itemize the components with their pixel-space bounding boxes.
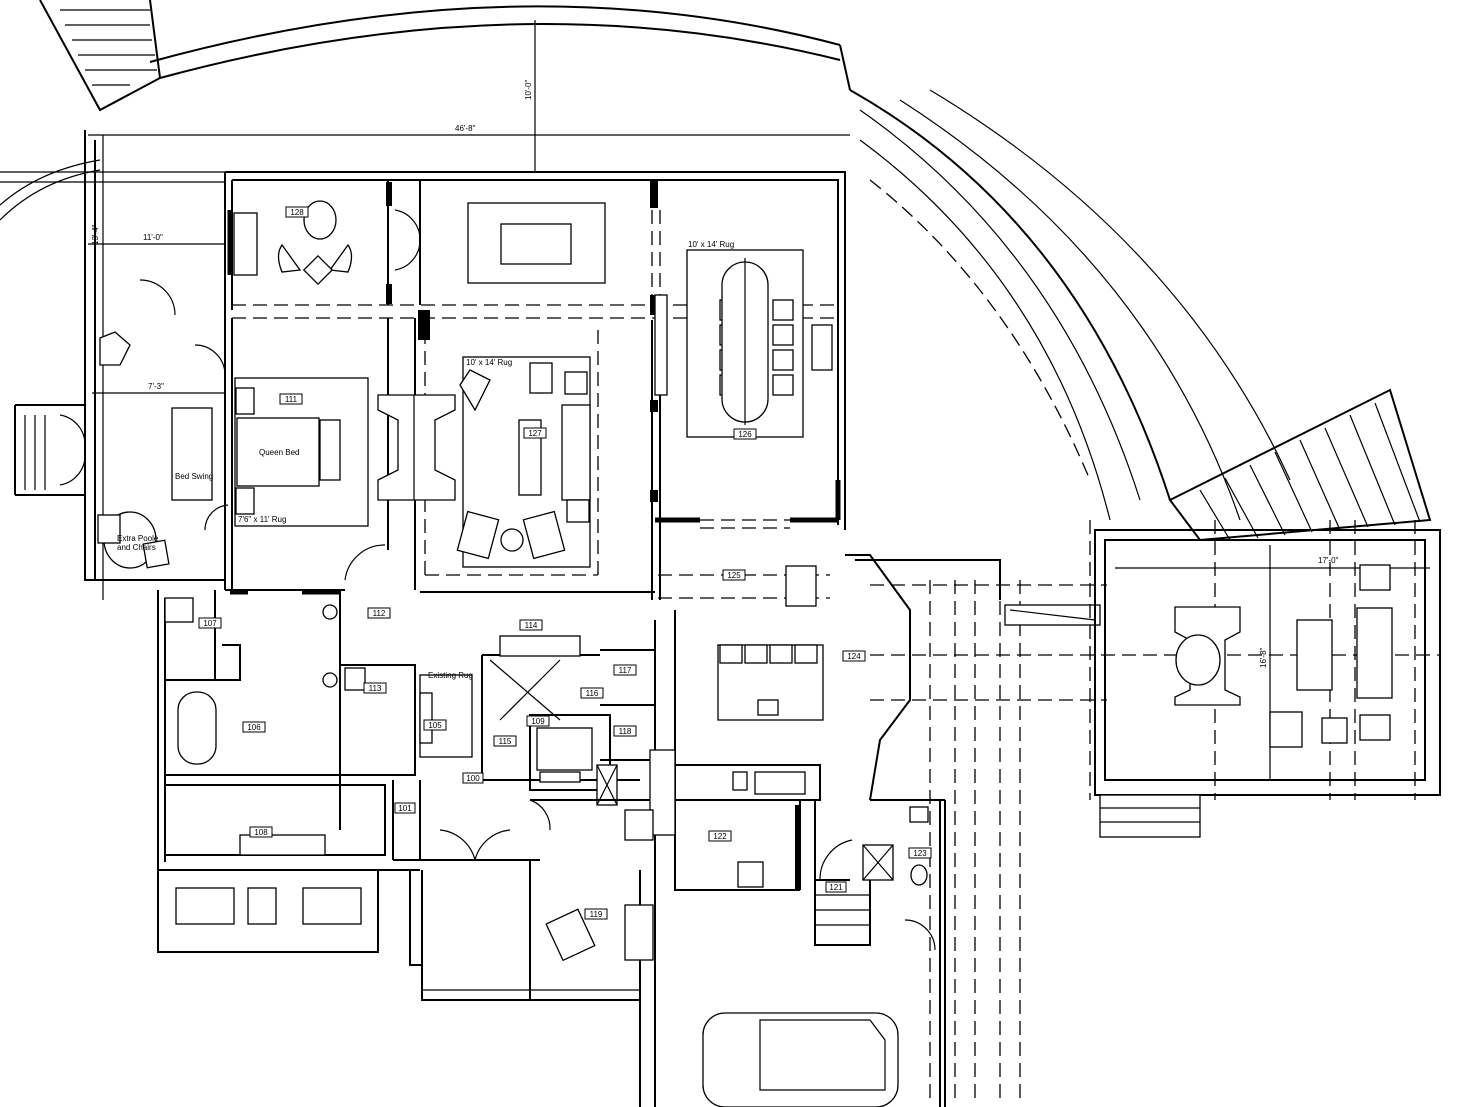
room-tag: 106: [242, 721, 266, 733]
dimension-terrace-depth: 10'-0": [524, 79, 533, 100]
room-number: 126: [738, 430, 752, 439]
room-tag: 123: [908, 847, 932, 859]
queen-bed-label: Queen Bed: [259, 448, 299, 457]
room-number: 100: [466, 774, 480, 783]
stairs-top-left: [39, 0, 162, 112]
room-tag: 116: [580, 687, 604, 699]
dining-rug-label: 10' x 14' Rug: [688, 240, 734, 249]
deck-pergola: [870, 520, 1441, 1100]
room-tag: 111: [279, 393, 303, 405]
room-tag: 122: [708, 830, 732, 842]
room-number: 108: [254, 828, 268, 837]
room-number: 122: [713, 832, 727, 841]
room-number: 117: [619, 666, 632, 675]
room-number: 125: [727, 571, 741, 580]
existing-rug-label: Existing Rug: [428, 671, 473, 680]
room-number: 107: [203, 619, 217, 628]
room-number: 121: [829, 883, 843, 892]
room-tag: 100: [462, 772, 484, 784]
room-tag: 105: [423, 719, 447, 731]
living-rug-label: 10' x 14' Rug: [466, 358, 512, 367]
room-number: 109: [531, 717, 545, 726]
exterior-walls: [14, 130, 1001, 1107]
extra-table-label-1: Extra Poole: [117, 534, 159, 543]
room-number: 119: [590, 910, 603, 919]
room-tag: 117: [613, 664, 637, 676]
labels: 10' x 14' Rug 10' x 14' Rug Queen Bed 7'…: [117, 240, 734, 680]
room-tag: 108: [249, 826, 273, 838]
room-tag: 121: [825, 881, 847, 893]
room-tag: 107: [198, 617, 222, 629]
room-tag: 118: [613, 725, 637, 737]
room-tag: 126: [733, 428, 757, 440]
dimension-screen-porch-width: 17'-0": [1318, 556, 1339, 565]
room-tag: 115: [493, 735, 517, 747]
room-number: 105: [428, 721, 442, 730]
room-tag: 113: [363, 682, 387, 694]
room-number: 106: [247, 723, 261, 732]
car: [702, 1012, 899, 1107]
room-tag: 124: [842, 650, 866, 662]
bed-swing-label: Bed Swing: [175, 472, 213, 481]
room-number: 123: [913, 849, 927, 858]
dimension-overall-width: 46'-8": [455, 124, 476, 133]
room-tag: 114: [519, 619, 543, 631]
dimension-screen-porch-depth: 16'-8": [1259, 647, 1268, 668]
bedroom-rug-label: 7'6" x 11' Rug: [238, 515, 286, 524]
stairs-right: [1168, 388, 1432, 542]
room-number: 115: [499, 737, 512, 746]
curved-terrace: [0, 0, 1432, 542]
doors: [59, 209, 936, 951]
room-tag: 101: [394, 802, 416, 814]
room-number: 124: [847, 652, 861, 661]
room-number: 111: [285, 395, 298, 404]
room-number: 113: [369, 684, 382, 693]
room-number: 118: [619, 727, 632, 736]
room-number: 101: [398, 804, 412, 813]
room-tag: 128: [285, 206, 309, 218]
room-number: 116: [586, 689, 599, 698]
room-number: 127: [528, 429, 542, 438]
room-number: 114: [525, 621, 538, 630]
extra-table-label-2: and Chairs: [117, 543, 156, 552]
room-number: 128: [290, 208, 304, 217]
room-tag: 125: [722, 569, 746, 581]
room-tag: 112: [367, 607, 391, 619]
dimension-entry-width: 7'-3": [148, 382, 164, 391]
dimension-porch-width: 11'-0": [143, 233, 163, 242]
room-tag: 127: [523, 427, 547, 439]
room-tags: 128 111 126 127 125 112 114 124 117 116 …: [198, 206, 932, 920]
interior-walls: [165, 180, 894, 1000]
room-number: 112: [373, 609, 386, 618]
room-tag: 119: [584, 908, 608, 920]
furniture: [97, 200, 929, 1107]
room-tag: 109: [526, 715, 550, 727]
